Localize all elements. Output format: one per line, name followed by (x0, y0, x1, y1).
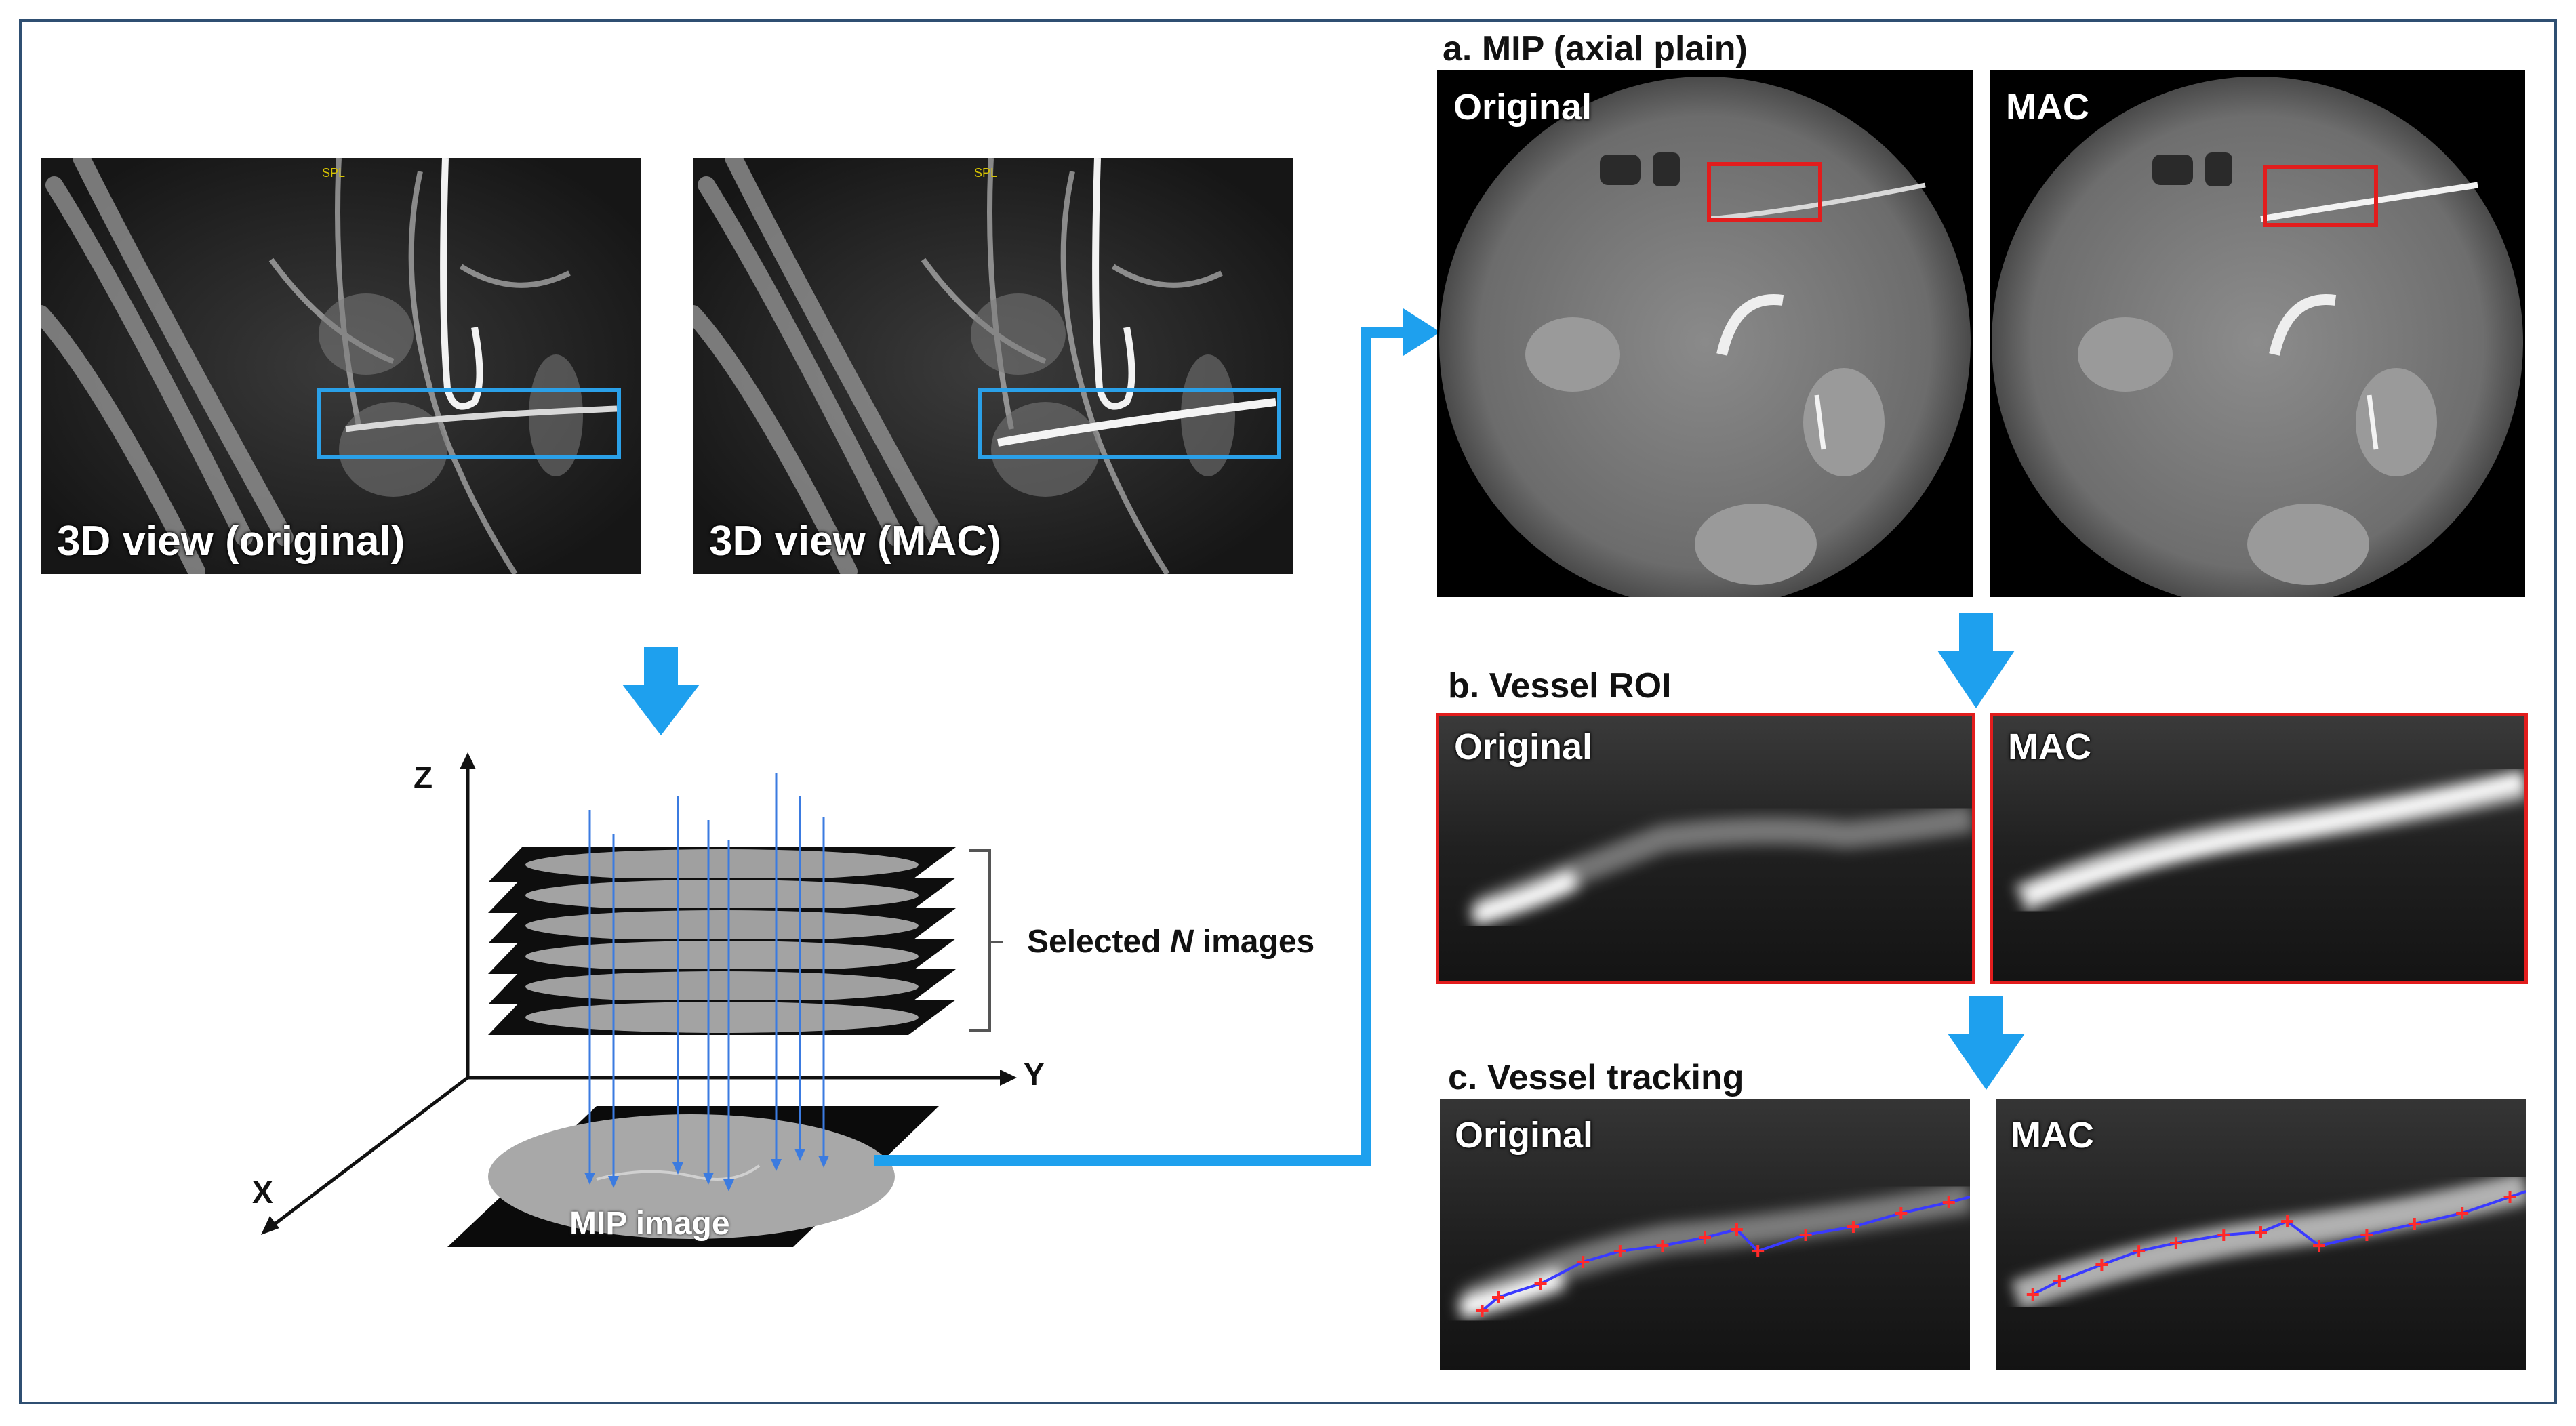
mip-original-illustration (1437, 70, 1973, 597)
tracking-heading: c. Vessel tracking (1448, 1058, 1744, 1097)
panel-mip-original: Original (1437, 70, 1973, 597)
mac-track-marker (2281, 1215, 2294, 1227)
axis-x-label: X (252, 1175, 273, 1210)
panel-3d-mac: SPL 3D view (MAC) (693, 158, 1293, 574)
original-track-marker (1752, 1245, 1765, 1257)
mac-track-marker (2095, 1259, 2108, 1271)
axis-y-label: Y (1024, 1057, 1045, 1092)
label-mip-mac: MAC (2006, 87, 2089, 127)
selected-n: N (1169, 924, 1194, 960)
original-track-marker (1847, 1221, 1859, 1233)
ct-3d-original-illustration: SPL (41, 158, 641, 574)
mac-track-marker (2053, 1275, 2066, 1287)
label-roi-original: Original (1454, 727, 1593, 767)
mac-track-marker (2360, 1229, 2373, 1241)
selected-suffix: images (1193, 924, 1315, 960)
label-tracking-mac: MAC (2011, 1115, 2094, 1156)
panel-tracking-mac: MAC (1996, 1099, 2526, 1370)
selected-prefix: Selected (1027, 924, 1170, 960)
panel-3d-original: SPL 3D view (original) (41, 158, 641, 574)
tracking-mac-illustration (1996, 1099, 2526, 1370)
mip-mac-illustration (1990, 70, 2525, 597)
original-track-marker (1942, 1196, 1955, 1208)
label-mip-original: Original (1453, 87, 1592, 127)
mac-track-marker (2503, 1191, 2516, 1203)
roi-box-mip-mac (2263, 165, 2378, 227)
original-track-marker (1577, 1256, 1590, 1268)
panel-roi-original: Original (1436, 713, 1975, 984)
mac-track-marker (2313, 1240, 2326, 1252)
original-track-marker (1799, 1229, 1812, 1241)
label-tracking-original: Original (1455, 1115, 1594, 1156)
panel-tracking-original: Original (1440, 1099, 1970, 1370)
original-track-marker (1613, 1245, 1626, 1257)
roi-box-mip-original (1707, 162, 1822, 222)
mac-track-marker (2408, 1218, 2421, 1230)
mac-track-marker (2026, 1288, 2039, 1301)
mac-track-marker (2133, 1245, 2146, 1257)
label-3d-mac: 3D view (MAC) (709, 518, 1001, 565)
axis-z-label: Z (414, 760, 433, 795)
original-track-marker (1492, 1291, 1505, 1303)
mac-track-marker (2217, 1229, 2230, 1241)
roi-original-illustration (1439, 716, 1972, 981)
original-track-marker (1730, 1223, 1743, 1236)
original-track-marker (1699, 1231, 1711, 1244)
roi-box-3d-mac (978, 388, 1281, 459)
selected-images-label: Selected N images (1027, 923, 1314, 960)
original-track-marker (1895, 1207, 1908, 1219)
label-roi-mac: MAC (2008, 727, 2091, 767)
orient-top-label-original: SPL (322, 166, 345, 180)
mip-heading: a. MIP (axial plain) (1443, 29, 1748, 68)
roi-mac-illustration (1993, 716, 2524, 981)
original-track-marker (1476, 1305, 1489, 1317)
figure-frame (19, 19, 2557, 1404)
orient-top-label-mac: SPL (974, 166, 997, 180)
roi-box-3d-original (317, 388, 621, 459)
original-track-line (1481, 1196, 1970, 1312)
panel-roi-mac: MAC (1990, 713, 2528, 984)
label-3d-original: 3D view (original) (57, 518, 405, 565)
mac-track-line (2032, 1190, 2526, 1296)
ct-3d-mac-illustration: SPL (693, 158, 1293, 574)
original-track-marker (1656, 1240, 1669, 1252)
original-track-marker (1534, 1278, 1547, 1290)
panel-mip-mac: MAC (1990, 70, 2525, 597)
roi-heading: b. Vessel ROI (1448, 666, 1672, 706)
mip-image-label: MIP image (569, 1206, 730, 1242)
tracking-original-illustration (1440, 1099, 1970, 1370)
mac-track-marker (2255, 1226, 2267, 1238)
mac-track-marker (2456, 1207, 2469, 1219)
mac-track-marker (2169, 1237, 2182, 1249)
